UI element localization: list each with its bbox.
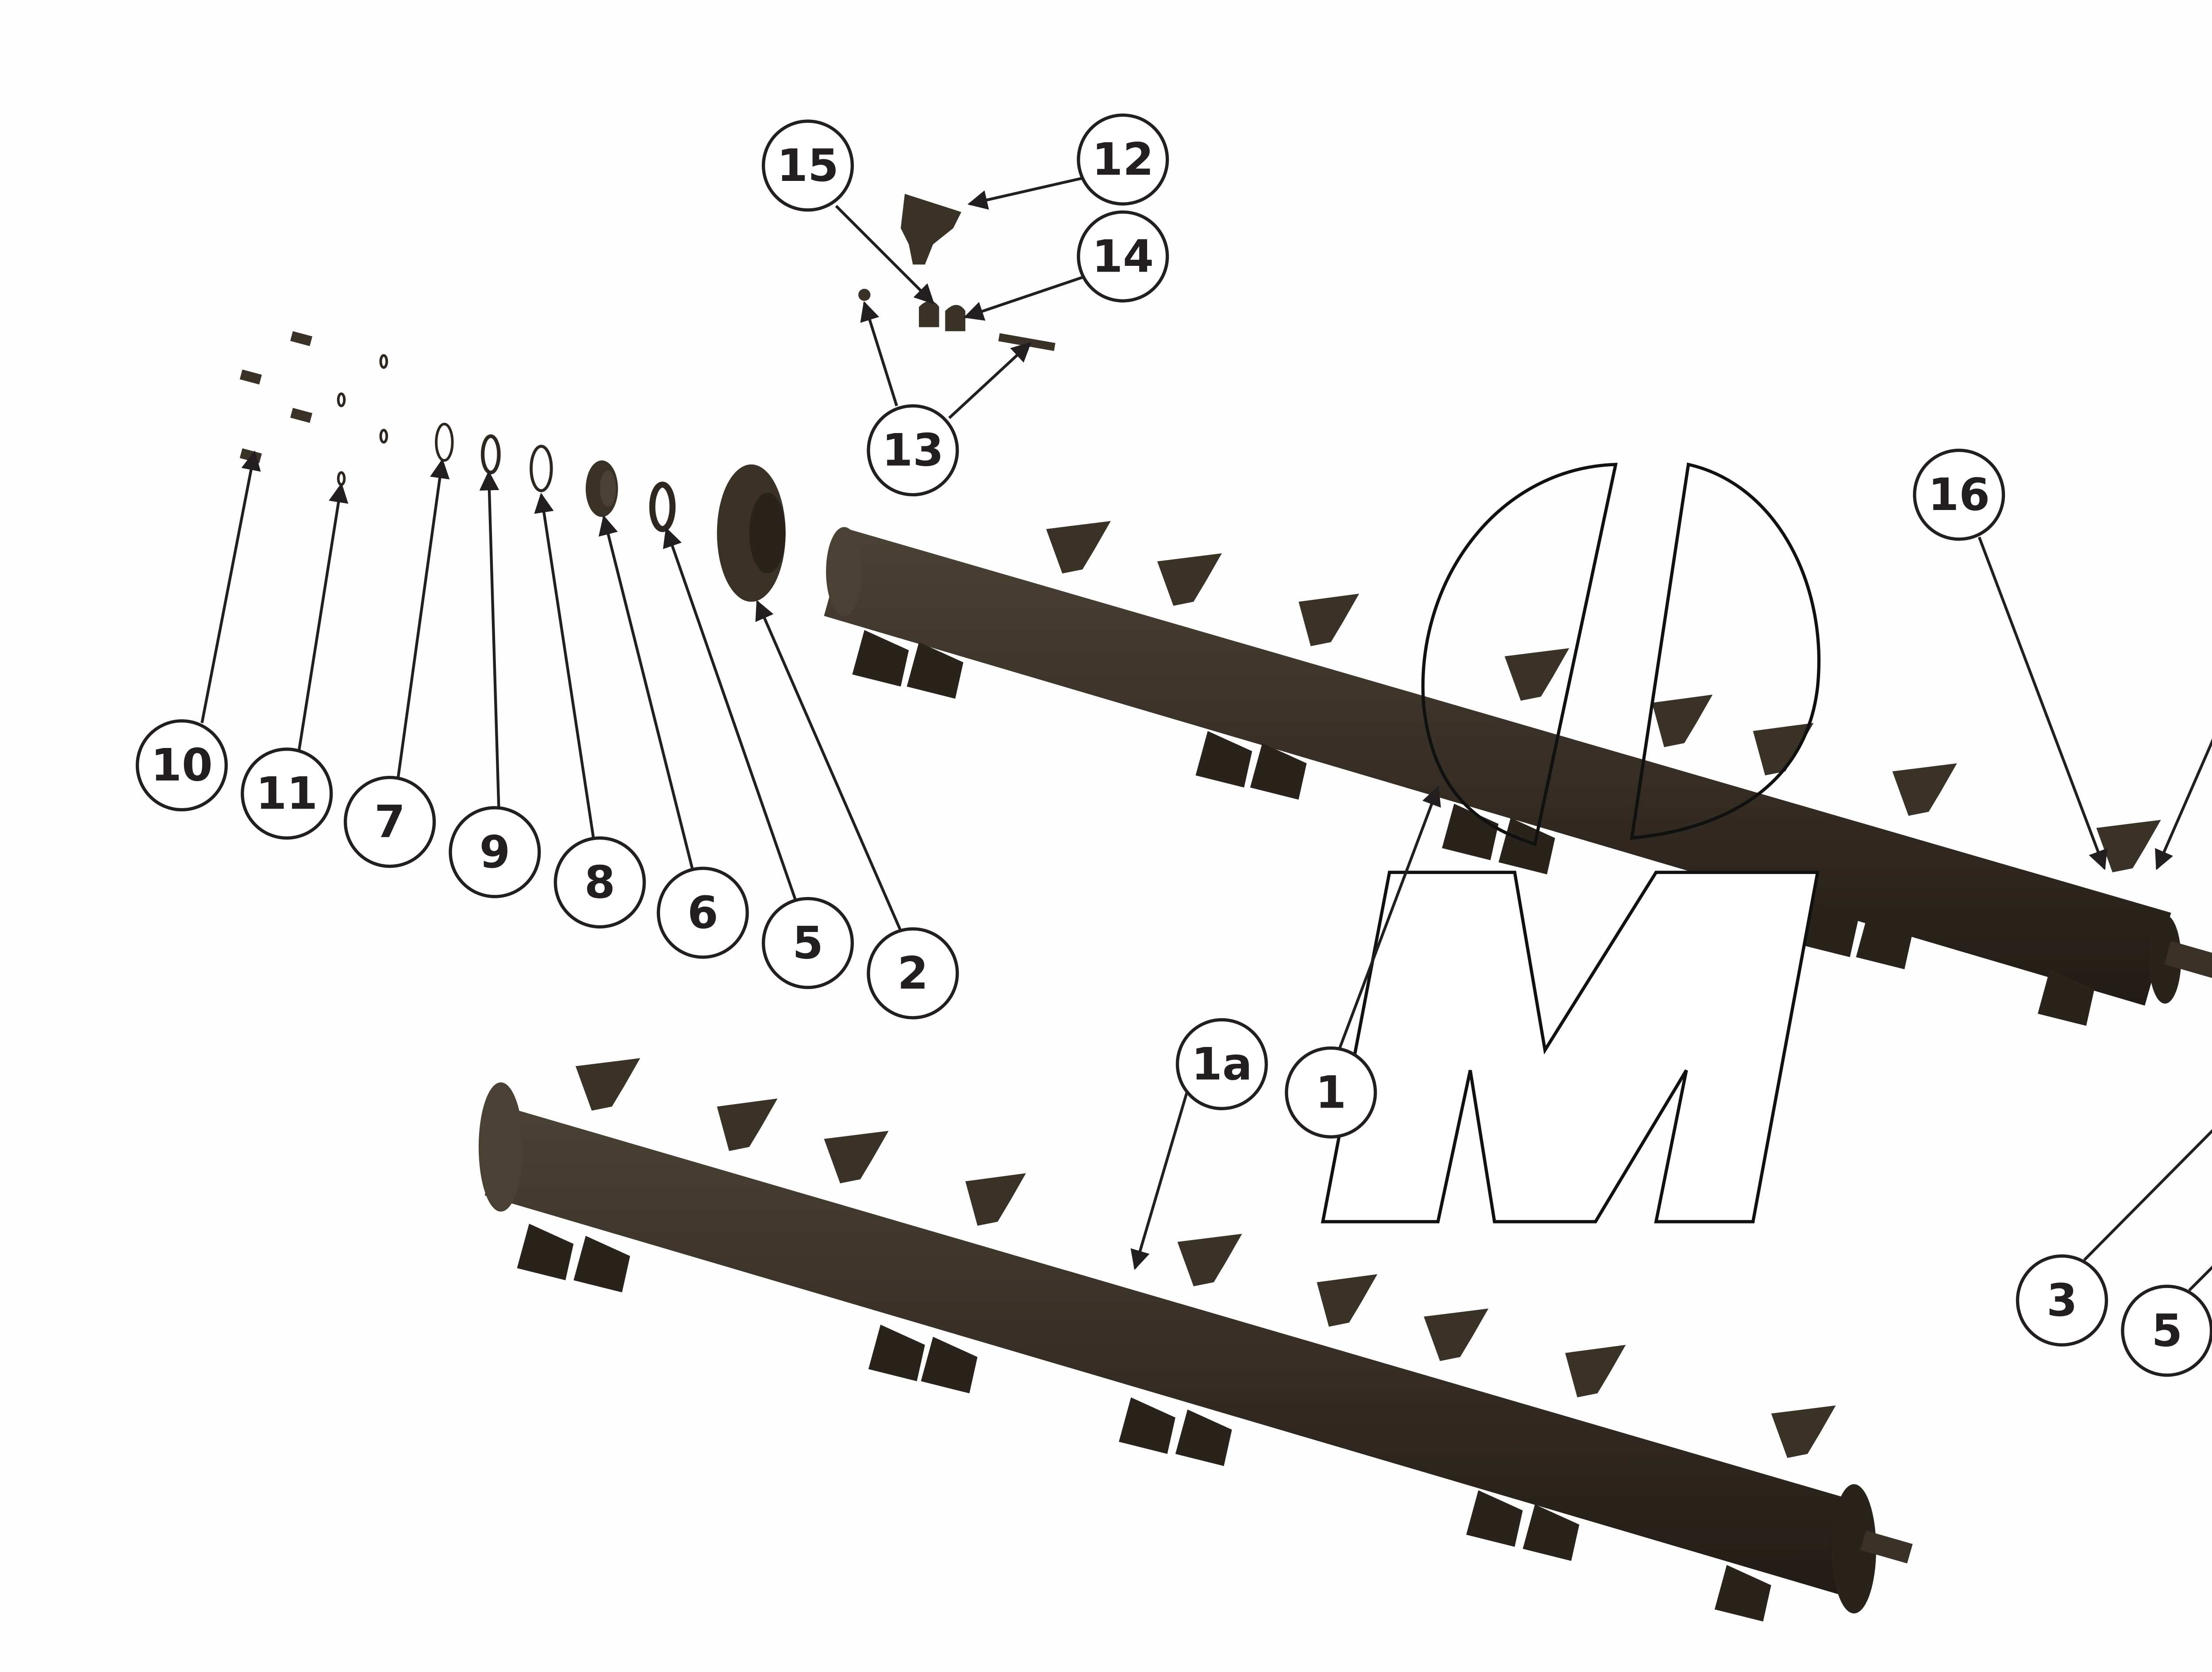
shaft-part-1a xyxy=(478,1058,1913,1622)
svg-text:6: 6 xyxy=(687,887,718,939)
callout-2: 2 xyxy=(867,927,959,1020)
watermark-logo xyxy=(1321,462,1821,1223)
svg-text:5: 5 xyxy=(2151,1305,2182,1357)
callout-5-right: 5 xyxy=(2121,1285,2212,1377)
callout-3: 3 xyxy=(2016,1254,2108,1347)
callout-11-left: 11 xyxy=(241,748,333,840)
svg-text:9: 9 xyxy=(480,826,511,878)
leader-lines xyxy=(200,176,2212,1292)
svg-text:2: 2 xyxy=(897,947,928,999)
callout-15: 15 xyxy=(761,119,854,212)
callout-14: 14 xyxy=(1077,210,1169,303)
svg-text:11: 11 xyxy=(256,768,318,820)
svg-text:12: 12 xyxy=(1092,134,1154,185)
svg-text:16: 16 xyxy=(1928,469,1990,521)
svg-text:3: 3 xyxy=(2047,1274,2078,1326)
shaft-part-1 xyxy=(824,521,2212,1026)
svg-text:1: 1 xyxy=(1315,1066,1346,1118)
svg-text:13: 13 xyxy=(882,425,944,476)
callouts: 15 12 14 13 16 17 10 11 7 9 8 6 5 2 1a 1… xyxy=(135,113,2212,1377)
left-hardware-parts xyxy=(239,331,786,602)
callout-10-left: 10 xyxy=(135,719,228,812)
callout-6-left: 6 xyxy=(657,867,749,959)
svg-text:5: 5 xyxy=(792,917,823,969)
knife-hardware-parts xyxy=(858,194,1056,351)
svg-text:8: 8 xyxy=(584,856,615,908)
svg-text:14: 14 xyxy=(1092,230,1154,282)
callout-8-left: 8 xyxy=(553,836,646,929)
callout-1a: 1a xyxy=(1175,1018,1268,1110)
svg-text:10: 10 xyxy=(151,740,213,791)
callout-12: 12 xyxy=(1077,113,1169,206)
svg-text:15: 15 xyxy=(777,140,839,192)
svg-text:7: 7 xyxy=(374,796,405,848)
callout-1: 1 xyxy=(1285,1046,1377,1139)
callout-7: 7 xyxy=(343,775,436,868)
callout-16: 16 xyxy=(1913,449,2005,541)
callout-9: 9 xyxy=(449,806,541,898)
callout-13: 13 xyxy=(867,404,959,497)
callout-5-left: 5 xyxy=(761,897,854,989)
svg-text:1a: 1a xyxy=(1191,1038,1252,1090)
